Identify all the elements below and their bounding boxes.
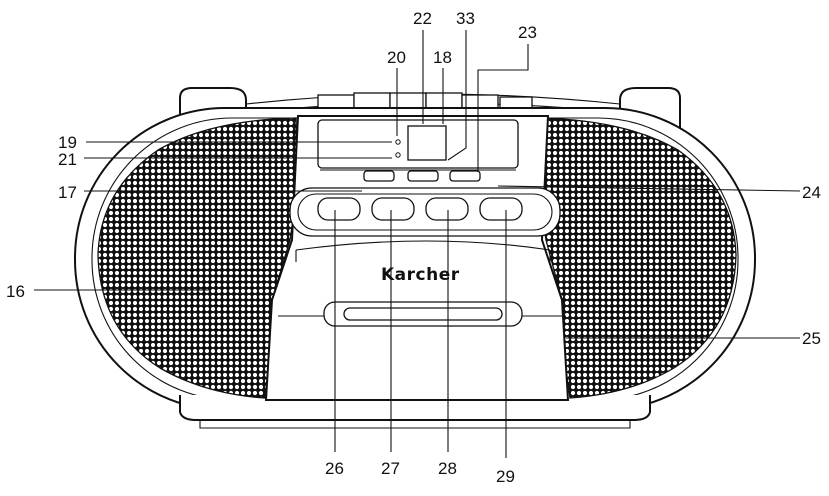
transport-button-4 (479, 197, 523, 221)
label-26: 26 (325, 459, 344, 478)
label-22: 22 (413, 9, 432, 28)
label-29: 29 (496, 467, 515, 486)
leader-lines (34, 30, 801, 458)
function-button-right (449, 170, 481, 182)
label-21: 21 (58, 150, 77, 169)
indicator-led-top (395, 139, 401, 145)
label-16: 16 (6, 282, 25, 301)
callout-labels: 19 21 17 16 20 22 18 33 23 24 25 26 27 2… (6, 9, 821, 486)
label-17: 17 (58, 183, 77, 202)
display-window (407, 125, 447, 161)
label-23: 23 (518, 23, 537, 42)
speaker-grille-left (97, 117, 297, 399)
indicator-led-bottom (395, 152, 401, 158)
label-27: 27 (381, 459, 400, 478)
label-25: 25 (802, 329, 821, 348)
function-button-mid (407, 170, 439, 182)
center-panel (264, 115, 570, 401)
transport-button-1 (317, 197, 361, 221)
label-28: 28 (438, 459, 457, 478)
brand-logo: Karcher (381, 265, 460, 285)
cd-slot (343, 307, 503, 321)
label-19: 19 (58, 133, 77, 152)
transport-button-3 (425, 197, 469, 221)
function-button-left (363, 170, 395, 182)
transport-button-2 (371, 197, 415, 221)
label-24: 24 (802, 183, 821, 202)
label-18: 18 (433, 48, 452, 67)
label-33: 33 (456, 9, 475, 28)
label-20: 20 (387, 48, 406, 67)
